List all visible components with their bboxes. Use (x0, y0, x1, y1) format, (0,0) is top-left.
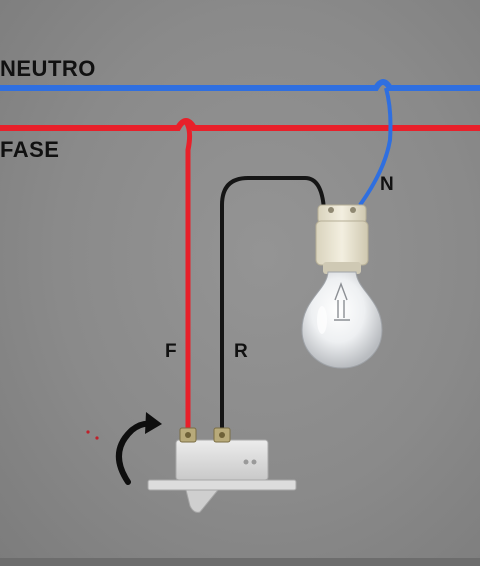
phase-bus-wire (0, 118, 480, 131)
curved-arrow-icon (116, 412, 162, 485)
neutral-drop-wire (358, 87, 393, 207)
bottom-strip (0, 558, 480, 566)
neutro-label: NEUTRO (0, 56, 96, 81)
r-wire-label: R (234, 341, 249, 362)
spark-dot (95, 436, 99, 440)
f-wire-label: F (165, 341, 178, 362)
spark-dot (86, 430, 90, 434)
light-bulb-icon (301, 271, 383, 369)
return-wire (220, 176, 326, 432)
neutral-bus-wire (0, 79, 480, 91)
fase-label: FASE (0, 137, 60, 162)
lamp-socket-icon (315, 204, 369, 274)
phase-drop-wire (183, 120, 193, 432)
n-wire-label: N (380, 174, 395, 195)
wall-switch-icon (147, 427, 297, 513)
